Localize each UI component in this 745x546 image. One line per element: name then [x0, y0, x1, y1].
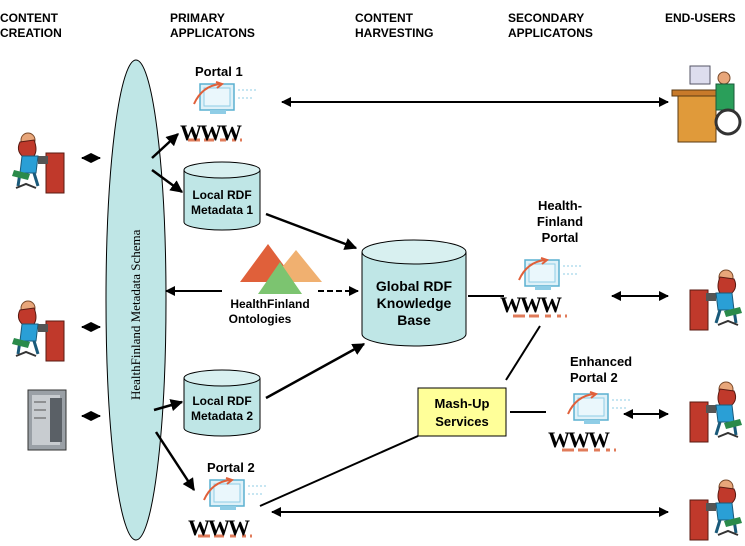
portal2-www-text: WWW: [188, 515, 250, 540]
arrow-schema-local-rdf-1: [151, 168, 184, 194]
arrow-local2-global: [265, 342, 366, 400]
portal1-label: Portal 1: [195, 64, 243, 79]
hf-portal-label-1: Health-: [538, 198, 582, 213]
schema-ellipse: [105, 59, 167, 541]
ontologies-label-1: HealthFinland: [230, 297, 309, 311]
line-mashup-portal2: [259, 435, 419, 507]
arrow-schema-portal1: [151, 133, 179, 159]
content-creator-user-2: [10, 299, 66, 363]
global-rdf-label-1: Global RDF: [376, 278, 453, 294]
arrow-schema-portal2: [154, 431, 196, 492]
mashup-services-box: [417, 387, 507, 437]
header-content-creation-1: CONTENT: [0, 11, 59, 25]
header-content-creation-2: CREATION: [0, 26, 62, 40]
header-primary-apps-2: APPLICATONS: [170, 26, 255, 40]
hf-portal-label-2: Finland: [537, 214, 583, 229]
enhanced-portal-label-1: Enhanced: [570, 354, 632, 369]
line-mashup-hf-portal: [505, 325, 541, 381]
local-rdf-2-label-1: Local RDF: [192, 394, 251, 408]
global-rdf-cylinder: [361, 239, 467, 347]
enhanced-portal-label-2: Portal 2: [570, 370, 618, 385]
hf-portal-www-text: WWW: [500, 292, 562, 317]
header-content-harvesting-1: CONTENT: [355, 11, 414, 25]
local-rdf-1-label-1: Local RDF: [192, 188, 251, 202]
local-rdf-1-cylinder: [183, 161, 261, 231]
global-rdf-label-3: Base: [397, 312, 431, 328]
hf-portal-label-3: Portal: [542, 230, 579, 245]
portal2-label: Portal 2: [207, 460, 255, 475]
portal1-www-text: WWW: [180, 120, 242, 145]
local-rdf-1-label-2: Metadata 1: [191, 203, 253, 217]
header-end-users: END-USERS: [665, 11, 736, 25]
enhanced-portal-www-text: WWW: [548, 427, 610, 452]
ontologies-triangles-icon: [240, 244, 322, 294]
mashup-label-1: Mash-Up: [435, 396, 490, 411]
header-secondary-apps-2: APPLICATONS: [508, 26, 593, 40]
mashup-label-2: Services: [435, 414, 489, 429]
content-creator-user-1: [10, 131, 66, 195]
global-rdf-label-2: Knowledge: [377, 295, 452, 311]
local-rdf-2-cylinder: [183, 369, 261, 437]
end-user-3: [688, 380, 744, 444]
header-content-harvesting-2: HARVESTING: [355, 26, 433, 40]
ontologies-label-2: Ontologies: [229, 312, 292, 326]
end-user-4: [688, 478, 744, 542]
server-icon: [27, 389, 67, 451]
header-secondary-apps-1: SECONDARY: [508, 11, 584, 25]
arrow-local1-global: [265, 212, 358, 250]
local-rdf-2-label-2: Metadata 2: [191, 409, 253, 423]
header-primary-apps-1: PRIMARY: [170, 11, 225, 25]
schema-label: HealthFinland Metadata Schema: [128, 229, 143, 400]
end-user-2: [688, 268, 744, 332]
end-user-wheelchair: [671, 65, 742, 143]
arrow-schema-local-rdf-2: [153, 399, 184, 412]
